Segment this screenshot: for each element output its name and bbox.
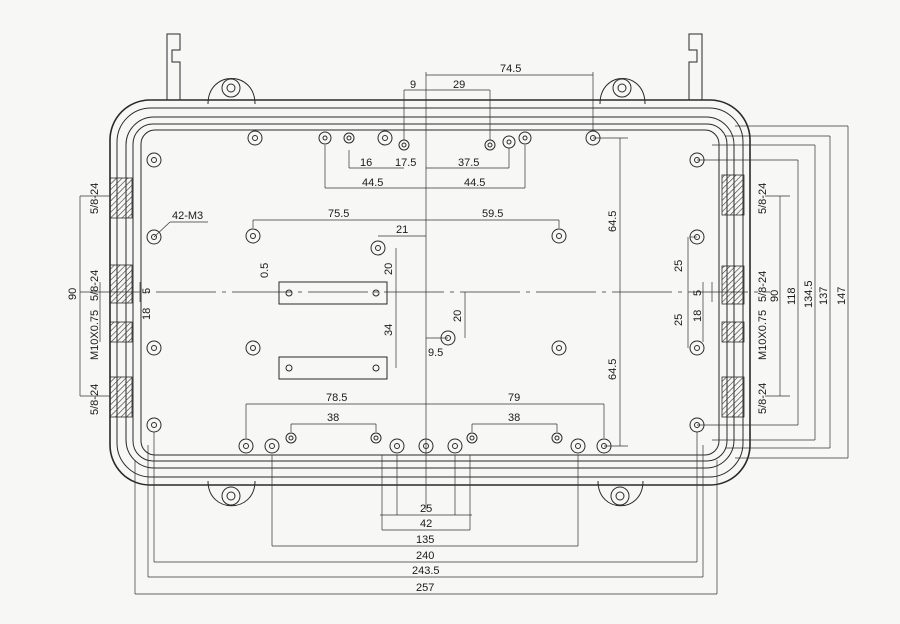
- center-lines: [80, 72, 770, 510]
- dim-mid-21: 21: [396, 224, 408, 236]
- dim-mid-34: 34: [383, 324, 395, 336]
- dim-top-37-5: 37.5: [458, 157, 479, 169]
- dim-left-42-m3: 42-M3: [172, 210, 203, 222]
- dim-right-25-b: 25: [673, 314, 685, 326]
- dim-right-5: 5: [692, 290, 704, 296]
- dim-right-90: 90: [769, 290, 781, 302]
- dim-top-16: 16: [360, 157, 372, 169]
- thread-right-4: 5/8-24: [757, 383, 769, 414]
- dim-mid-0-5: 0.5: [259, 263, 271, 278]
- dim-mid-64-5-bottom: 64.5: [607, 359, 619, 380]
- dim-bottom-243-5: 243.5: [412, 565, 440, 577]
- dim-mid-20-b: 20: [452, 310, 464, 322]
- dim-bottom-135: 135: [416, 534, 434, 546]
- dim-bottom-38-right: 38: [508, 412, 520, 424]
- dim-left-5: 5: [141, 288, 153, 294]
- dim-mid-64-5-top: 64.5: [607, 211, 619, 232]
- dim-top-17-5: 17.5: [395, 157, 416, 169]
- dim-left-18: 18: [141, 308, 153, 320]
- dim-bottom-78-5: 78.5: [326, 392, 347, 404]
- dim-right-137: 137: [818, 287, 830, 305]
- dim-mid-75-5: 75.5: [328, 208, 349, 220]
- dim-left-90: 90: [67, 288, 79, 300]
- dim-mid-59-5: 59.5: [482, 208, 503, 220]
- dim-mid-9-5: 9.5: [428, 347, 443, 359]
- dim-bottom-25: 25: [420, 503, 432, 515]
- dim-right-147: 147: [836, 287, 848, 305]
- dim-right-18: 18: [692, 310, 704, 322]
- dimension-lines: [79, 72, 849, 595]
- thread-left-4: 5/8-24: [89, 384, 101, 415]
- enclosure-outline: [109, 99, 751, 486]
- dim-bottom-240: 240: [416, 550, 434, 562]
- dim-top-29: 29: [453, 79, 465, 91]
- thread-left-1: 5/8-24: [89, 183, 101, 214]
- dim-right-25-a: 25: [673, 260, 685, 272]
- thread-left-2: 5/8-24: [89, 270, 101, 301]
- thread-bosses: [109, 174, 745, 418]
- thread-right-3: M10X0.75: [757, 310, 769, 360]
- dim-top-44-5-left: 44.5: [362, 177, 383, 189]
- dim-right-134-5: 134.5: [803, 280, 815, 308]
- dim-bottom-38-left: 38: [327, 412, 339, 424]
- dim-top-74-5: 74.5: [500, 63, 521, 75]
- dimension-labels: 74.5 9 29 16 17.5 37.5 44.5 44.5 75.5 59…: [67, 63, 848, 594]
- thread-right-1: 5/8-24: [757, 183, 769, 214]
- dim-mid-20-a: 20: [383, 263, 395, 275]
- dim-bottom-42: 42: [420, 518, 432, 530]
- mounting-ears: [207, 78, 646, 507]
- dim-top-44-5-right: 44.5: [464, 177, 485, 189]
- dim-bottom-257: 257: [416, 582, 434, 594]
- dim-bottom-79: 79: [508, 392, 520, 404]
- thread-right-2: 5/8-24: [757, 271, 769, 302]
- dim-top-9: 9: [410, 79, 416, 91]
- dim-right-118: 118: [786, 287, 798, 305]
- thread-left-3: M10X0.75: [89, 310, 101, 360]
- internal-slots: [278, 281, 388, 380]
